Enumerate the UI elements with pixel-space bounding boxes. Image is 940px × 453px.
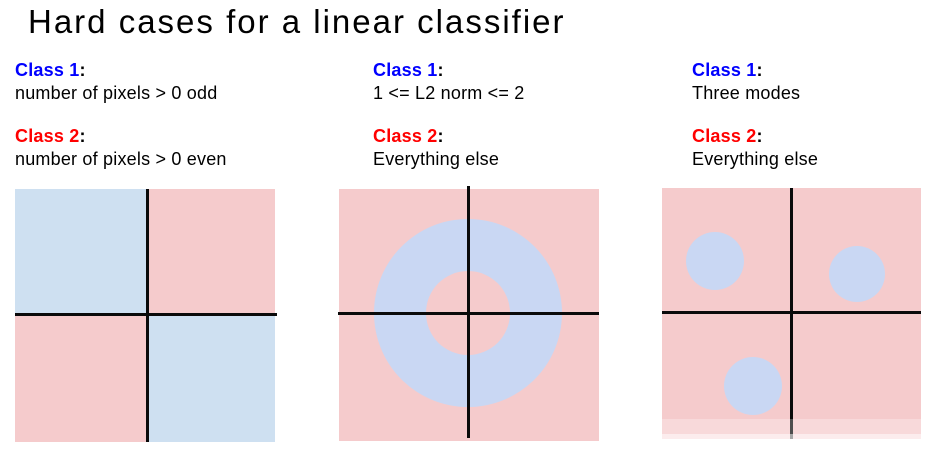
class1-description: Three modes xyxy=(692,83,801,103)
class2-colon: : xyxy=(79,126,86,146)
class2-label-line: Class 2: xyxy=(692,125,940,148)
quadrant-top-left-class1 xyxy=(15,189,147,314)
caption-l2-norm: Class 1: 1 <= L2 norm <= 2 Class 2: Ever… xyxy=(373,59,703,171)
class1-colon: : xyxy=(79,60,86,80)
class1-label-line: Class 1: xyxy=(692,59,940,82)
class2-description: Everything else xyxy=(692,149,819,169)
class1-label: Class 1 xyxy=(692,60,757,80)
class2-label: Class 2 xyxy=(15,126,80,146)
x-axis-line xyxy=(15,313,277,316)
class1-colon: : xyxy=(756,60,763,80)
quadrant-bottom-left-class2 xyxy=(15,314,147,442)
x-axis-line xyxy=(338,312,599,315)
class2-label: Class 2 xyxy=(373,126,438,146)
mode-circle-top-right xyxy=(829,246,885,302)
diagram-three-modes xyxy=(662,188,921,439)
caption-pixel-parity: Class 1: number of pixels > 0 odd Class … xyxy=(15,59,345,171)
class1-label: Class 1 xyxy=(15,60,80,80)
class1-label-line: Class 1: xyxy=(373,59,703,82)
mode-circle-bottom xyxy=(724,357,782,415)
class2-description: Everything else xyxy=(373,149,500,169)
quadrant-bottom-right-class1 xyxy=(147,314,275,442)
class1-colon: : xyxy=(437,60,444,80)
x-axis-line xyxy=(662,311,921,314)
diagram-quadrants xyxy=(15,189,277,442)
class2-label-line: Class 2: xyxy=(373,125,703,148)
class2-description: number of pixels > 0 even xyxy=(15,149,227,169)
class1-description: number of pixels > 0 odd xyxy=(15,83,218,103)
class2-colon: : xyxy=(756,126,763,146)
class2-label-line: Class 2: xyxy=(15,125,345,148)
slide-title: Hard cases for a linear classifier xyxy=(28,3,566,40)
diagram-annulus xyxy=(338,186,599,441)
class1-label-line: Class 1: xyxy=(15,59,345,82)
quadrant-top-right-class2 xyxy=(147,189,275,314)
class2-colon: : xyxy=(437,126,444,146)
class1-label: Class 1 xyxy=(373,60,438,80)
caption-three-modes: Class 1: Three modes Class 2: Everything… xyxy=(692,59,940,171)
class2-label: Class 2 xyxy=(692,126,757,146)
class1-description: 1 <= L2 norm <= 2 xyxy=(373,83,525,103)
bottom-artifact-edge xyxy=(662,434,921,439)
mode-circle-top-left xyxy=(686,232,744,290)
